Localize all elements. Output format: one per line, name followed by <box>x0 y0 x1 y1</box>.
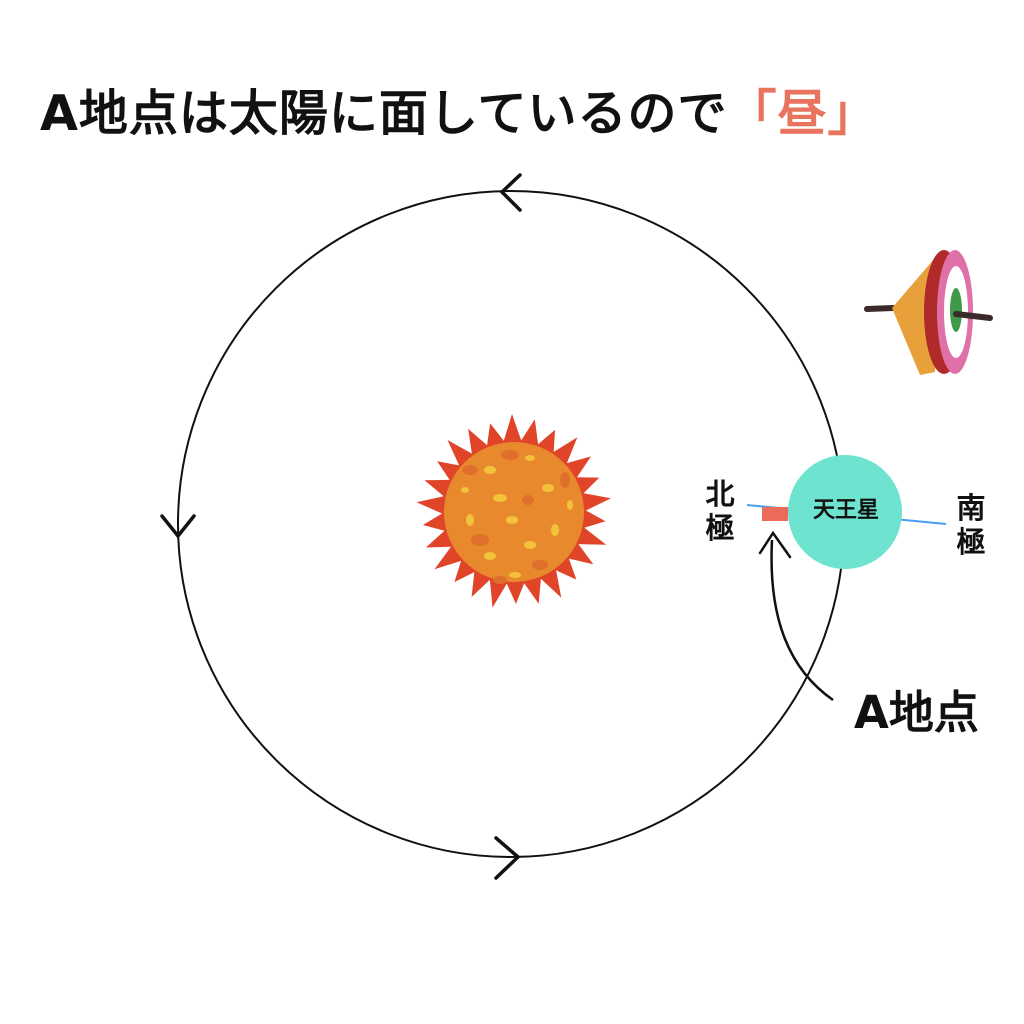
pointer-curve <box>770 539 834 702</box>
sun-illustration <box>416 414 611 608</box>
north-pole-label: 北極 <box>703 477 737 545</box>
north-pole-char-1: 北 <box>705 477 735 511</box>
south-pole-char-2: 極 <box>956 525 986 559</box>
sun-disk <box>444 442 584 582</box>
south-pole-char-1: 南 <box>956 491 986 525</box>
pointer-arrowhead-icon <box>758 530 792 559</box>
orbit-arrow-bottom-icon <box>494 836 521 880</box>
title-highlight: 「昼」 <box>727 85 878 142</box>
sun-spots <box>461 455 573 578</box>
orbit-arrow-top-icon <box>499 173 522 212</box>
orbit-arrow-left-icon <box>160 514 196 539</box>
south-pole-label: 南極 <box>954 491 988 559</box>
planet-name: 天王星 <box>812 498 879 523</box>
spinning-top-illustration <box>864 250 993 375</box>
north-pole-char-2: 極 <box>705 511 735 545</box>
uranus-planet <box>788 455 902 569</box>
sun-dark-spots <box>462 450 570 584</box>
point-a-label: A地点 <box>854 686 979 739</box>
point-a-marker <box>762 507 788 521</box>
title-text: A地点は太陽に面しているので <box>40 85 728 142</box>
page-title: A地点は太陽に面しているので「昼」 <box>40 74 877 145</box>
